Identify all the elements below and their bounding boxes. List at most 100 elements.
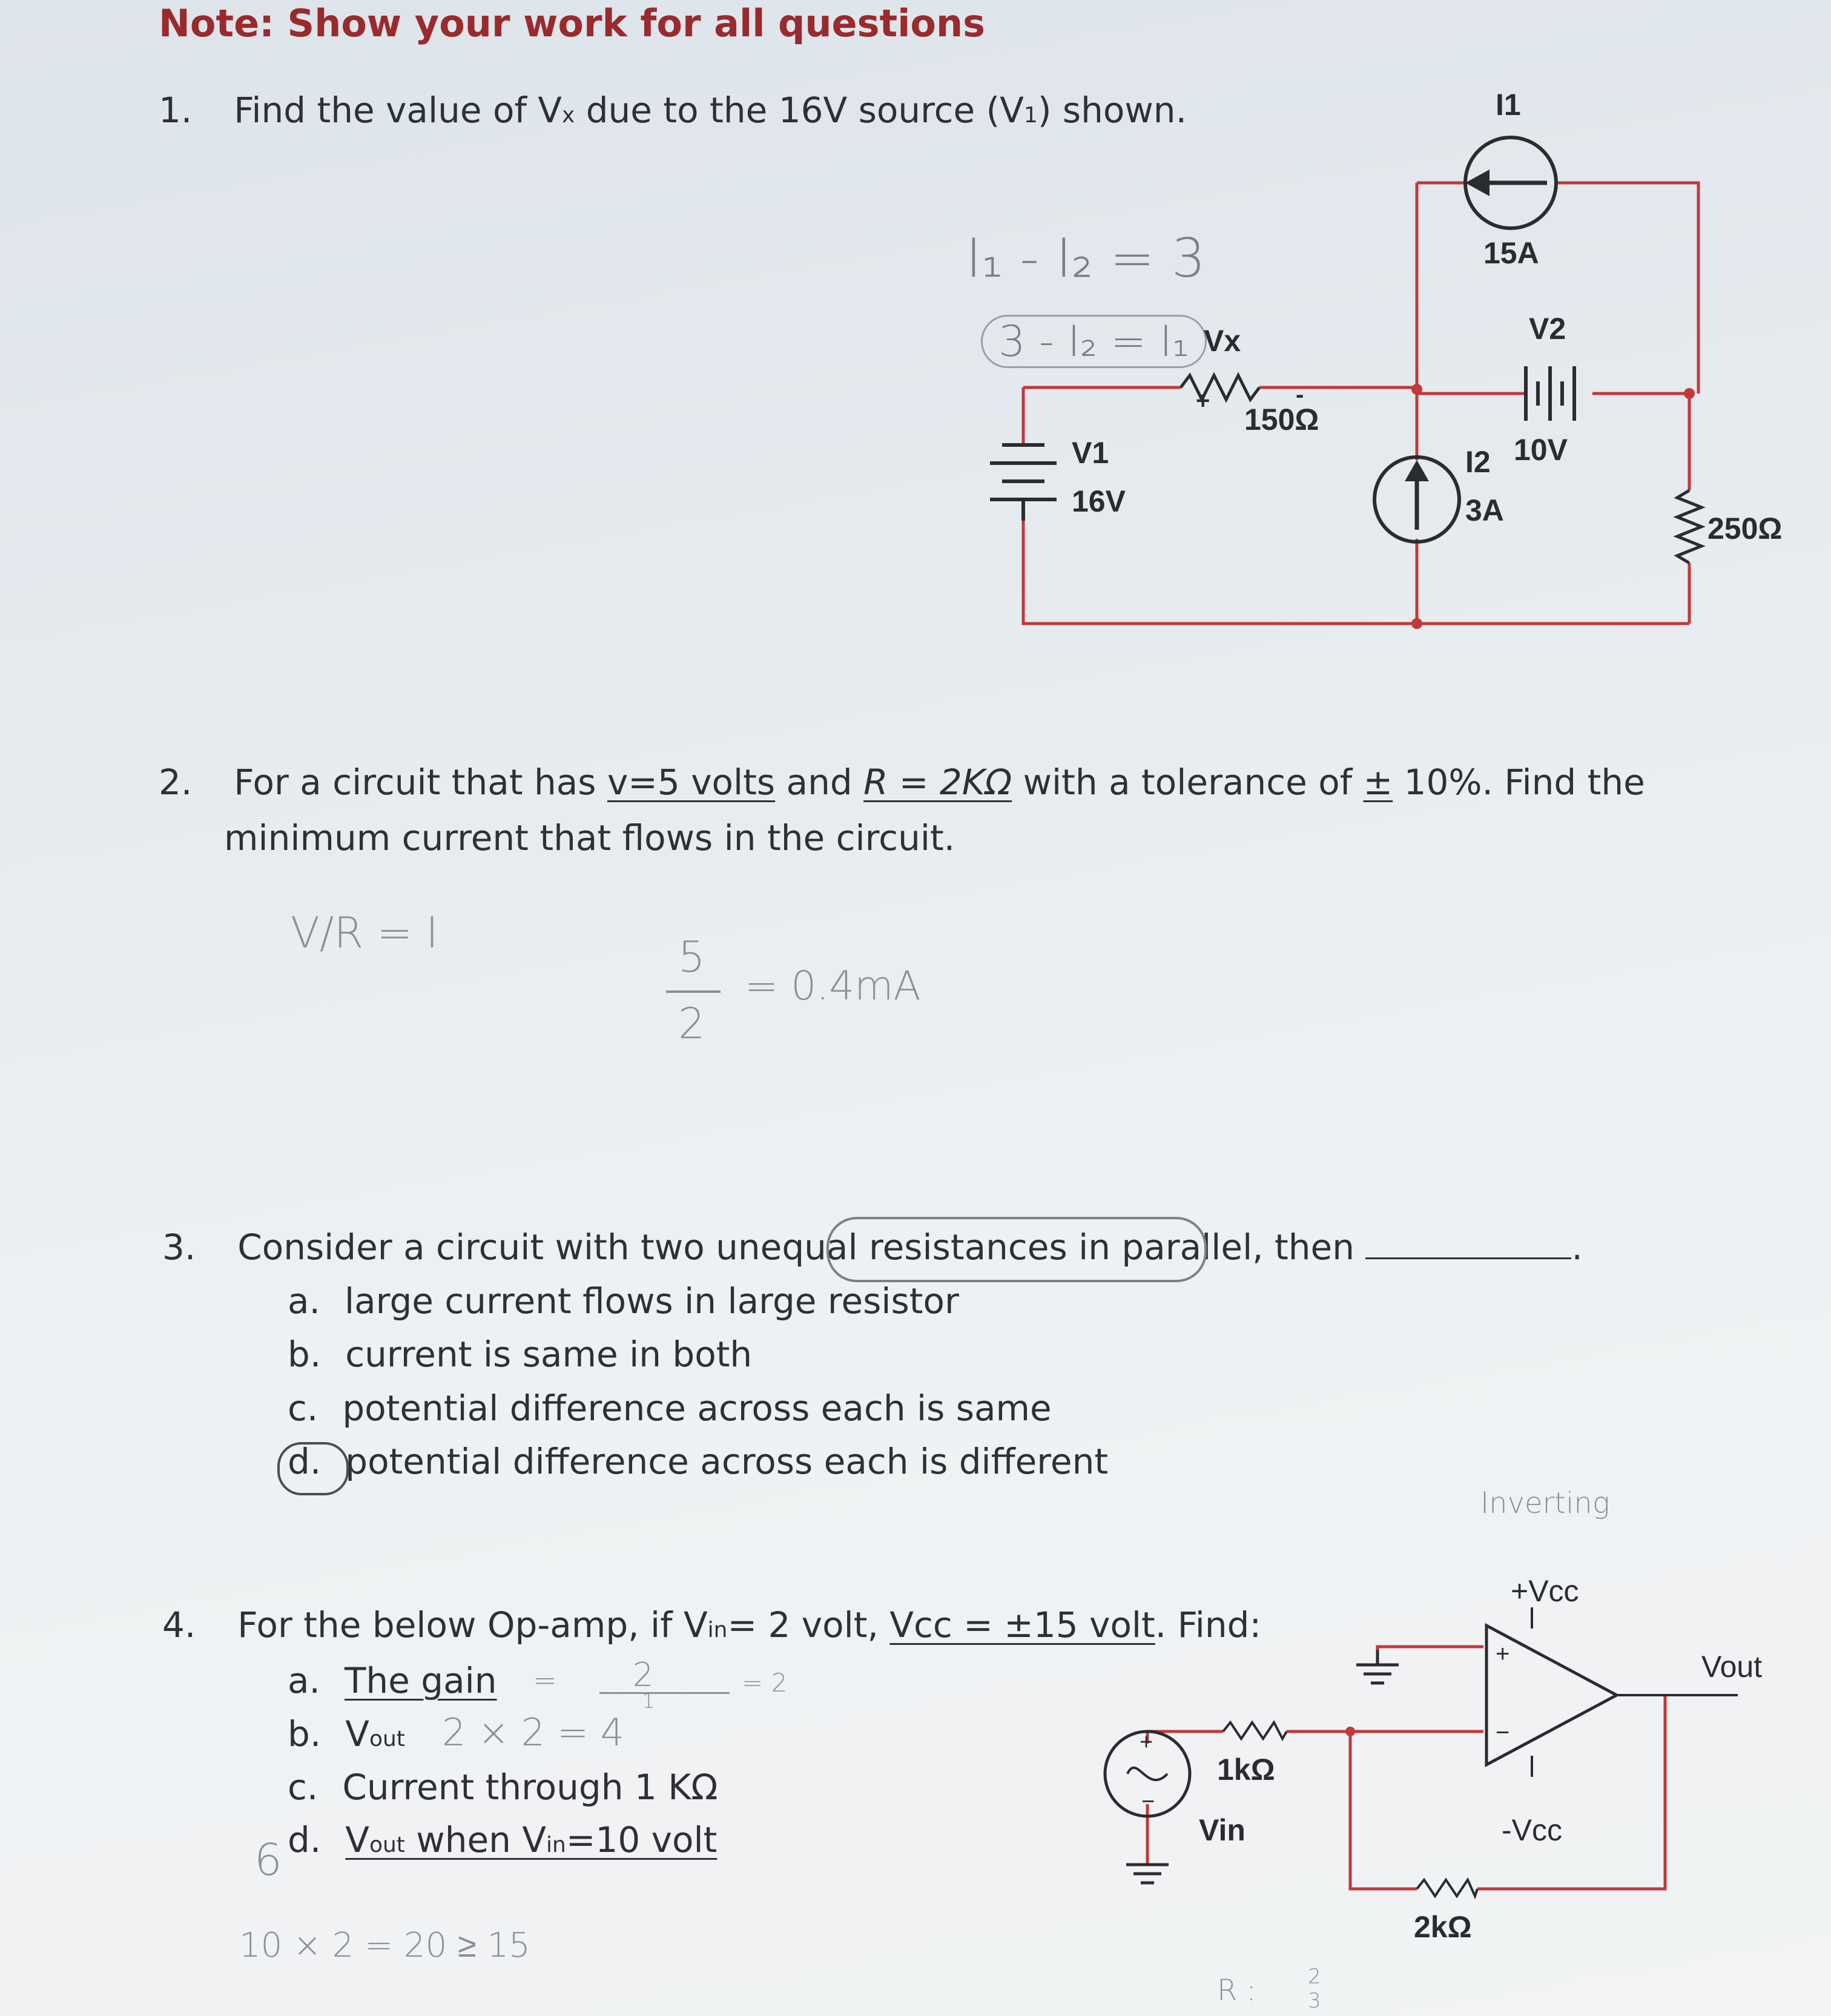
label-r250: 250Ω	[1707, 512, 1783, 545]
label-vin: Vin	[1199, 1813, 1245, 1847]
handwritten-result: = 0.4mA	[745, 963, 921, 1009]
option-letter: a.	[288, 1660, 320, 1701]
label-vx: Vx	[1204, 324, 1241, 358]
label-plus: +	[1196, 387, 1210, 414]
question-4: 4. For the below Op-amp, if Vin= 2 volt,…	[162, 1604, 1261, 1645]
question-text: For the below Op-amp, if V	[237, 1604, 708, 1645]
label-i2: I2	[1465, 445, 1491, 479]
option-text: potential difference across each is same	[342, 1388, 1052, 1429]
handwritten-r-den: 3	[1308, 1989, 1321, 2013]
label-r1k: 1kΩ	[1217, 1753, 1275, 1787]
handwritten-circle-mark	[826, 1217, 1207, 1282]
question-text: For a circuit that has	[234, 762, 607, 803]
underlined-resistance: R = 2KΩ	[863, 762, 1012, 803]
handwritten-r-note: R :	[1217, 1974, 1256, 2008]
handwritten-equation-1: I₁ - I₂ = 3	[966, 227, 1206, 289]
label-i2-value: 3A	[1465, 493, 1504, 527]
option-text: large current flows in large resistor	[344, 1280, 959, 1322]
question-1: 1. Find the value of Vx due to the 16V s…	[159, 90, 1187, 131]
opamp-minus-label: −	[1496, 1719, 1509, 1746]
junction-dot	[1684, 388, 1695, 399]
junction-dot	[1411, 384, 1422, 395]
label-i1: I1	[1496, 88, 1521, 122]
resistor-2k	[1416, 1877, 1479, 1900]
option-letter: d.	[288, 1819, 322, 1860]
question-text: = 2 volt,	[727, 1604, 890, 1645]
question-number: 2.	[159, 762, 193, 803]
handwritten-formula: V/R = I	[291, 908, 438, 958]
option-text-part: V	[345, 1819, 369, 1860]
handwritten-inverting: Inverting	[1480, 1486, 1610, 1520]
label-v1: V1	[1072, 436, 1109, 470]
resistor-250	[1673, 489, 1706, 565]
option-c: c. potential difference across each is sa…	[288, 1388, 1052, 1429]
underlined-voltage: v=5 volts	[607, 762, 776, 803]
ground-symbol	[1356, 1650, 1399, 1685]
label-minus: -	[1296, 381, 1304, 408]
question-text: due to the 16V source (V	[575, 90, 1024, 131]
handwritten-gain-result: = 2	[742, 1668, 788, 1698]
opamp-circuit-wires	[1146, 1645, 1667, 1891]
question-number: 1.	[159, 90, 193, 131]
opamp-circuit-neutral-wires	[1531, 1607, 1738, 1777]
handwritten-equation-2: 3 - I₂ = I₁	[981, 315, 1207, 368]
question-text: with a tolerance of	[1012, 762, 1364, 803]
option-letter: c.	[288, 1767, 318, 1808]
selected-answer-circle	[277, 1442, 349, 1495]
fraction-bar	[666, 990, 721, 993]
question-text: .	[1571, 1227, 1583, 1268]
option-letter: c.	[288, 1388, 318, 1429]
option-d: d. Vout when Vin=10 volt	[288, 1819, 717, 1860]
handwritten-fraction-num: 5	[678, 932, 705, 982]
resistor-150	[1179, 372, 1261, 403]
underlined-vcc: Vcc = ±15 volt	[889, 1604, 1155, 1645]
question-text: Find the value of V	[234, 90, 562, 131]
question-text: Consider a circuit with two unequal resi…	[237, 1227, 1355, 1268]
subscript: x	[562, 103, 575, 128]
option-text-part: =10 volt	[566, 1819, 718, 1860]
option-b: b.Vout	[288, 1713, 405, 1754]
option-text: current is same in both	[345, 1334, 753, 1375]
page-note: Note: Show your work for all questions	[159, 1, 986, 45]
battery-v1	[990, 443, 1057, 521]
handwritten-gain-eq: =	[533, 1664, 558, 1698]
question-text: and	[775, 762, 864, 803]
option-text-part: when V	[404, 1819, 547, 1860]
battery-v2	[1524, 366, 1576, 421]
option-a: a.large current flows in large resistor	[288, 1280, 959, 1322]
current-source-i2	[1373, 455, 1461, 544]
handwritten-bottom: 10 × 2 = 20 ≥ 15	[239, 1926, 530, 1965]
subscript: in	[707, 1618, 728, 1642]
question-number: 3.	[162, 1227, 196, 1268]
label-vout: Vout	[1701, 1650, 1762, 1684]
question-text: ) shown.	[1037, 90, 1187, 131]
label-i1-value: 15A	[1483, 236, 1539, 270]
question-2-line-2: minimum current that flows in the circui…	[224, 817, 955, 858]
option-text: Vout when Vin=10 volt	[345, 1819, 717, 1860]
ac-source	[1103, 1730, 1192, 1818]
handwritten-gain-den: 1	[642, 1689, 655, 1713]
question-text: . Find:	[1155, 1604, 1262, 1645]
plus-minus: ±	[1363, 762, 1393, 803]
opamp-triangle	[1485, 1622, 1620, 1768]
ground-symbol	[1126, 1863, 1169, 1885]
label-v2: V2	[1529, 312, 1566, 346]
junction-dot	[1411, 618, 1422, 629]
option-text: Current through 1 KΩ	[342, 1767, 718, 1808]
handwritten-gain-num: 2	[633, 1656, 654, 1694]
question-2: 2. For a circuit that has v=5 volts and …	[159, 762, 1645, 803]
option-c: c. Current through 1 KΩ	[288, 1767, 718, 1808]
label-vcc-positive: +Vcc	[1511, 1574, 1579, 1608]
circuit-1-junctions	[1411, 384, 1695, 629]
handwritten-r-num: 2	[1308, 1965, 1321, 1989]
subscript: out	[369, 1727, 405, 1751]
current-source-i1	[1463, 136, 1558, 230]
option-letter: b.	[288, 1713, 322, 1754]
subscript: out	[369, 1833, 405, 1857]
label-v1-value: 16V	[1072, 484, 1126, 518]
option-letter: b.	[288, 1334, 322, 1375]
handwritten-vout: 2 × 2 = 4	[442, 1710, 625, 1754]
option-text: potential difference across each is diff…	[345, 1441, 1109, 1482]
handwritten-fraction-den: 2	[678, 999, 705, 1049]
label-vcc-negative: -Vcc	[1502, 1813, 1562, 1847]
